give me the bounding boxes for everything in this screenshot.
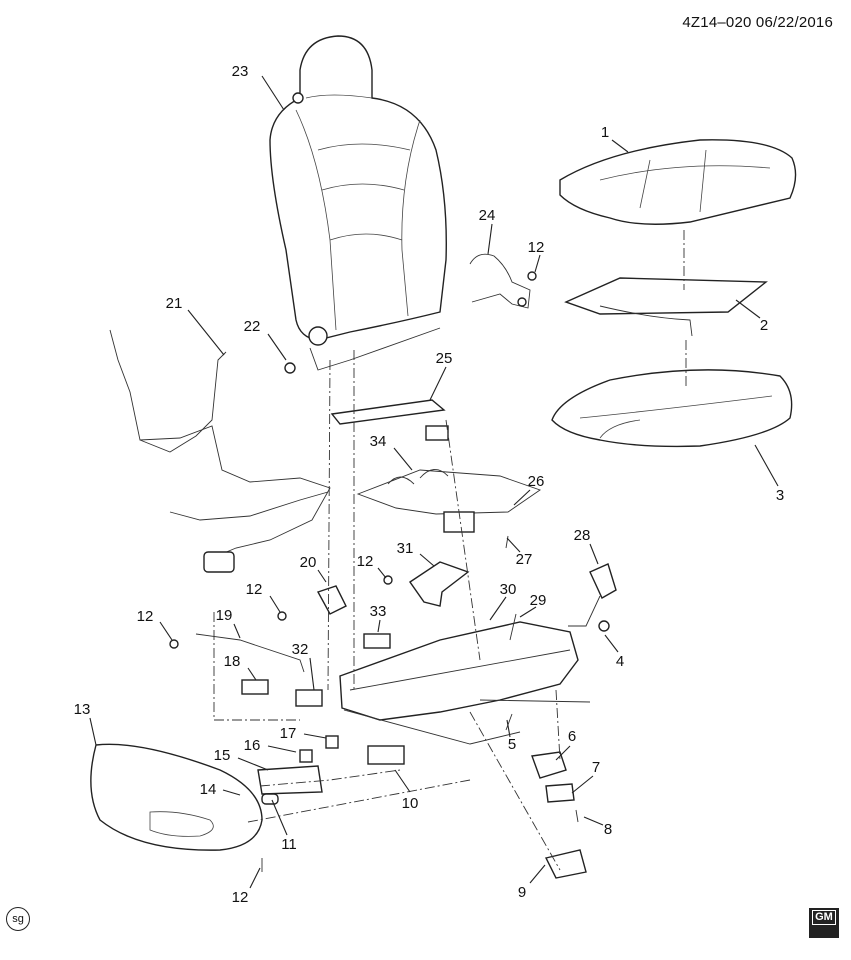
leader-line-30 [489, 596, 507, 621]
leader-line-11 [271, 799, 288, 836]
callout-22: 22 [244, 318, 261, 335]
leader-line-24 [487, 223, 493, 255]
leader-line-6 [555, 745, 571, 761]
wiring-harness [109, 329, 331, 573]
callout-8: 8 [604, 821, 612, 838]
sg-badge: sg [6, 907, 30, 931]
leader-line-31 [419, 553, 435, 567]
leader-line-19 [233, 623, 241, 639]
leader-line-12d [159, 621, 173, 641]
leader-line-21 [187, 309, 225, 356]
callout-31: 31 [397, 540, 414, 557]
callout-17: 17 [280, 725, 297, 742]
leader-line-16 [267, 745, 297, 753]
leader-line-17 [303, 733, 327, 739]
callout-33: 33 [370, 603, 387, 620]
seat-adjuster-frame [339, 621, 591, 745]
callout-27: 27 [516, 551, 533, 568]
leader-line-27 [506, 537, 521, 553]
callout-26: 26 [528, 473, 545, 490]
callout-24: 24 [479, 207, 496, 224]
diagram-code: 4Z14–020 06/22/2016 [682, 14, 833, 31]
callout-9: 9 [518, 884, 526, 901]
leader-line-4 [604, 634, 619, 653]
callout-7: 7 [592, 759, 600, 776]
leader-line-12e [249, 867, 261, 889]
bracket [409, 561, 470, 607]
leader-line-3 [754, 444, 779, 487]
callout-5: 5 [508, 736, 516, 753]
callout-12d: 12 [137, 608, 154, 625]
assembly-lines [213, 230, 687, 871]
leader-line-34 [393, 447, 413, 471]
gm-logo: GM [809, 908, 839, 938]
callout-30: 30 [500, 581, 517, 598]
cushion-cover [559, 139, 797, 225]
leader-line-15 [237, 757, 269, 771]
side-trim-panel [90, 743, 263, 851]
callout-29: 29 [530, 592, 547, 609]
leader-line-33 [377, 619, 381, 633]
seat-back [269, 35, 447, 371]
leader-line-25 [429, 366, 447, 401]
leader-line-8 [583, 816, 604, 826]
callout-25: 25 [436, 350, 453, 367]
seat-belt-buckle [568, 563, 617, 632]
leader-line-7 [571, 775, 594, 794]
callout-20: 20 [300, 554, 317, 571]
leader-line-32 [309, 657, 315, 691]
leader-line-9 [529, 864, 546, 884]
leader-line-12b [377, 567, 387, 579]
leader-line-13 [89, 717, 97, 746]
callout-28: 28 [574, 527, 591, 544]
leader-line-18 [247, 667, 257, 681]
callout-12a: 12 [528, 239, 545, 256]
module-plate [330, 399, 449, 441]
leader-line-10 [394, 769, 411, 793]
callout-10: 10 [402, 795, 419, 812]
leader-line-20 [317, 569, 327, 583]
harness-bracket [469, 253, 531, 309]
callout-15: 15 [214, 747, 231, 764]
heater-pad [564, 277, 768, 337]
leader-line-1 [611, 139, 629, 153]
callout-12e: 12 [232, 889, 249, 906]
callout-18: 18 [224, 653, 241, 670]
callout-32: 32 [292, 641, 309, 658]
callout-4: 4 [616, 653, 624, 670]
callout-1: 1 [601, 124, 609, 141]
leader-line-26 [513, 489, 531, 506]
callout-6: 6 [568, 728, 576, 745]
callout-13: 13 [74, 701, 91, 718]
leader-line-2 [735, 299, 761, 319]
callout-21: 21 [166, 295, 183, 312]
leader-line-14 [222, 789, 241, 796]
leader-line-29 [519, 606, 537, 618]
callout-34: 34 [370, 433, 387, 450]
callout-3: 3 [776, 487, 784, 504]
leader-line-22 [267, 333, 287, 361]
callout-11: 11 [281, 836, 297, 853]
callout-19: 19 [216, 607, 233, 624]
cushion-pad [551, 369, 793, 448]
cushion-frame [356, 469, 541, 533]
callout-14: 14 [200, 781, 217, 798]
callout-12c: 12 [246, 581, 263, 598]
leader-line-23 [261, 75, 285, 111]
callout-2: 2 [760, 317, 768, 334]
callout-12b: 12 [357, 553, 374, 570]
leader-line-5 [506, 719, 511, 738]
callout-16: 16 [244, 737, 261, 754]
leader-line-12a [534, 254, 541, 273]
leader-line-28 [589, 543, 599, 565]
leader-line-12c [269, 595, 281, 613]
callout-23: 23 [232, 63, 249, 80]
